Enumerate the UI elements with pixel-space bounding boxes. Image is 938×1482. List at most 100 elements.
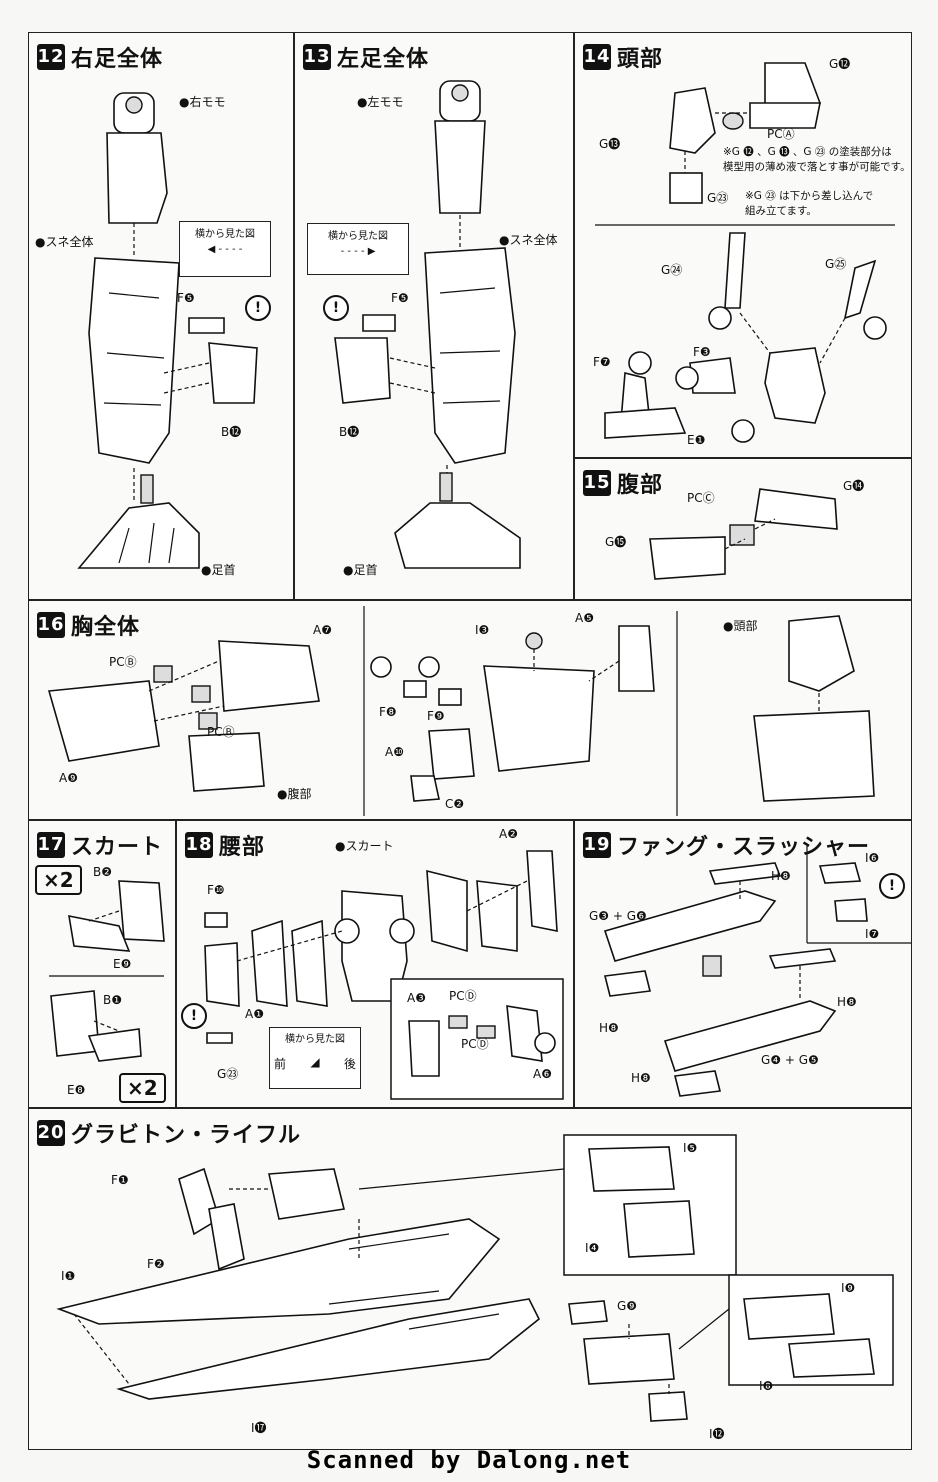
label-a5: A❺	[575, 611, 594, 625]
label-g3-g6: G❸ + G❻	[589, 909, 647, 923]
label-h8-right: H❽	[837, 995, 857, 1009]
quantity-badge-bottom: ×2	[119, 1073, 166, 1103]
label-g9: G❾	[617, 1299, 638, 1313]
skirt-illustration	[49, 880, 165, 1062]
label-ankle: ●足首	[343, 563, 378, 577]
step-number: 19	[583, 832, 611, 858]
paint-note-line1: ※G ⓬ 、G ⓭ 、G ㉓ の塗装部分は	[723, 146, 892, 158]
insert-note-line1: ※G ㉓ は下から差し込んで	[745, 190, 874, 202]
label-pcc: PCⒸ	[687, 491, 715, 505]
graviton-rifle-illustration	[56, 1134, 894, 1422]
label-i4: I❹	[585, 1241, 600, 1255]
step-title: 20 グラビトン・ライフル	[37, 1117, 301, 1149]
step-title-text: 頭部	[617, 47, 664, 72]
label-e1: E❶	[687, 433, 706, 447]
left-leg-illustration	[334, 80, 521, 569]
label-f5: F❺	[177, 291, 195, 305]
label-pcb-2: PCⒷ	[207, 725, 235, 739]
label-a7: A❼	[313, 623, 332, 637]
label-i5: I❺	[683, 1141, 698, 1155]
quantity-badge-top: ×2	[35, 865, 82, 895]
step-17-panel: 17 スカート ×2 ×2 B❷ E❾ B❶ E❽	[28, 820, 176, 1108]
label-pca: PCⒶ	[767, 127, 795, 141]
step-title-text: 腹部	[617, 473, 664, 498]
label-a1: A❶	[245, 1007, 264, 1021]
label-g24: G㉔	[661, 263, 683, 277]
label-back: 後	[343, 1057, 356, 1071]
step-title-text: グラビトン・ライフル	[71, 1123, 302, 1148]
label-f8: F❽	[379, 705, 397, 719]
step-number: 20	[37, 1120, 65, 1146]
label-ankle: ●足首	[201, 563, 236, 577]
chest-illustration	[47, 606, 875, 816]
step-title-text: 腰部	[219, 835, 266, 860]
label-i9: I❾	[841, 1281, 856, 1295]
abdomen-illustration	[649, 488, 838, 580]
side-view-box: 横から見た図 前 ◢ 後	[269, 1027, 361, 1089]
label-shin: ●スネ全体	[499, 233, 558, 247]
orientation-row: 前 ◢ 後	[270, 1045, 360, 1072]
step-title: 15 腹部	[583, 467, 663, 499]
label-i8: I❽	[759, 1379, 774, 1393]
label-b12: B⓬	[221, 425, 242, 439]
label-i12: I⓬	[709, 1427, 725, 1441]
label-i3: I❸	[475, 623, 490, 637]
label-pcd-2: PCⒹ	[461, 1037, 489, 1051]
label-e8: E❽	[67, 1083, 86, 1097]
step-number: 12	[37, 44, 65, 70]
label-h8-bottom: H❽	[631, 1071, 651, 1085]
label-i7: I❼	[865, 927, 880, 941]
scan-credit: Scanned by Dalong.net	[306, 1446, 632, 1474]
label-a6: A❻	[533, 1067, 552, 1081]
label-f5: F❺	[391, 291, 409, 305]
side-view-caption: 横から見た図	[195, 229, 255, 240]
step-title: 14 頭部	[583, 41, 663, 73]
label-f7: F❼	[593, 355, 611, 369]
side-view-caption: 横から見た図	[328, 231, 388, 242]
label-g23: G㉓	[707, 191, 729, 205]
label-shin: ●スネ全体	[35, 235, 94, 249]
label-skirt: ●スカート	[335, 839, 394, 853]
side-view-arrow: ◀ - - - -	[207, 244, 243, 255]
caution-icon: !	[245, 295, 271, 321]
label-g13: G⓭	[599, 137, 621, 151]
label-thigh: ●左モモ	[357, 95, 404, 109]
step-13-panel: 13 左足全体 横から見た図 - - - - ▶ ! ●左モモ ●スネ全体 F❺…	[294, 32, 574, 600]
step-19-panel: 19 ファング・スラッシャー ! H❽ G❸ + G❻ H❽ H❽ G❹ + G…	[574, 820, 912, 1108]
head-illustration	[595, 62, 895, 443]
label-head: ●頭部	[723, 619, 758, 633]
label-a9: A❾	[59, 771, 78, 785]
label-g23: G㉓	[217, 1067, 239, 1081]
side-view-arrow: - - - - ▶	[340, 246, 376, 257]
label-a2: A❷	[499, 827, 518, 841]
step-title: 16 胸全体	[37, 609, 140, 641]
side-view-box: 横から見た図 - - - - ▶	[307, 223, 409, 275]
wedge-icon: ◢	[310, 1055, 320, 1069]
label-abdomen: ●腹部	[277, 787, 312, 801]
step-title-text: 右足全体	[71, 47, 164, 72]
label-a10: A❿	[385, 745, 404, 759]
label-i17: I⓱	[251, 1421, 267, 1435]
label-f2: F❷	[147, 1257, 165, 1271]
step-number: 14	[583, 44, 611, 70]
step-title: 13 左足全体	[303, 41, 429, 73]
label-pcd-1: PCⒹ	[449, 989, 477, 1003]
label-e9: E❾	[113, 957, 132, 971]
step-12-panel: 12 右足全体 横から見た図 ◀ - - - - ! ●右モモ ●スネ全体 F❺…	[28, 32, 294, 600]
label-h8-left: H❽	[599, 1021, 619, 1035]
step-title-text: スカート	[71, 835, 164, 860]
caution-icon: !	[181, 1003, 207, 1029]
label-b12: B⓬	[339, 425, 360, 439]
step-number: 13	[303, 44, 331, 70]
label-g4-g5: G❹ + G❺	[761, 1053, 819, 1067]
insert-note-line2: 組み立てます。	[745, 205, 817, 217]
step-title-text: 胸全体	[71, 615, 141, 640]
paint-note-line2: 模型用の薄め液で落とす事が可能です。	[723, 161, 911, 173]
label-front: 前	[274, 1057, 287, 1071]
step-16-panel: 16 胸全体 PCⒷ PCⒷ A❼ A❾ ●腹部 I❸ A❺ F❽ F❾ A❿ …	[28, 600, 912, 820]
step-15-panel: 15 腹部 PCⒸ G⓮ G⓯	[574, 458, 912, 600]
paint-note: ※G ⓬ 、G ⓭ 、G ㉓ の塗装部分は 模型用の薄め液で落とす事が可能です。	[723, 145, 911, 175]
fang-slasher-illustration	[603, 846, 911, 1097]
label-i1: I❶	[61, 1269, 76, 1283]
